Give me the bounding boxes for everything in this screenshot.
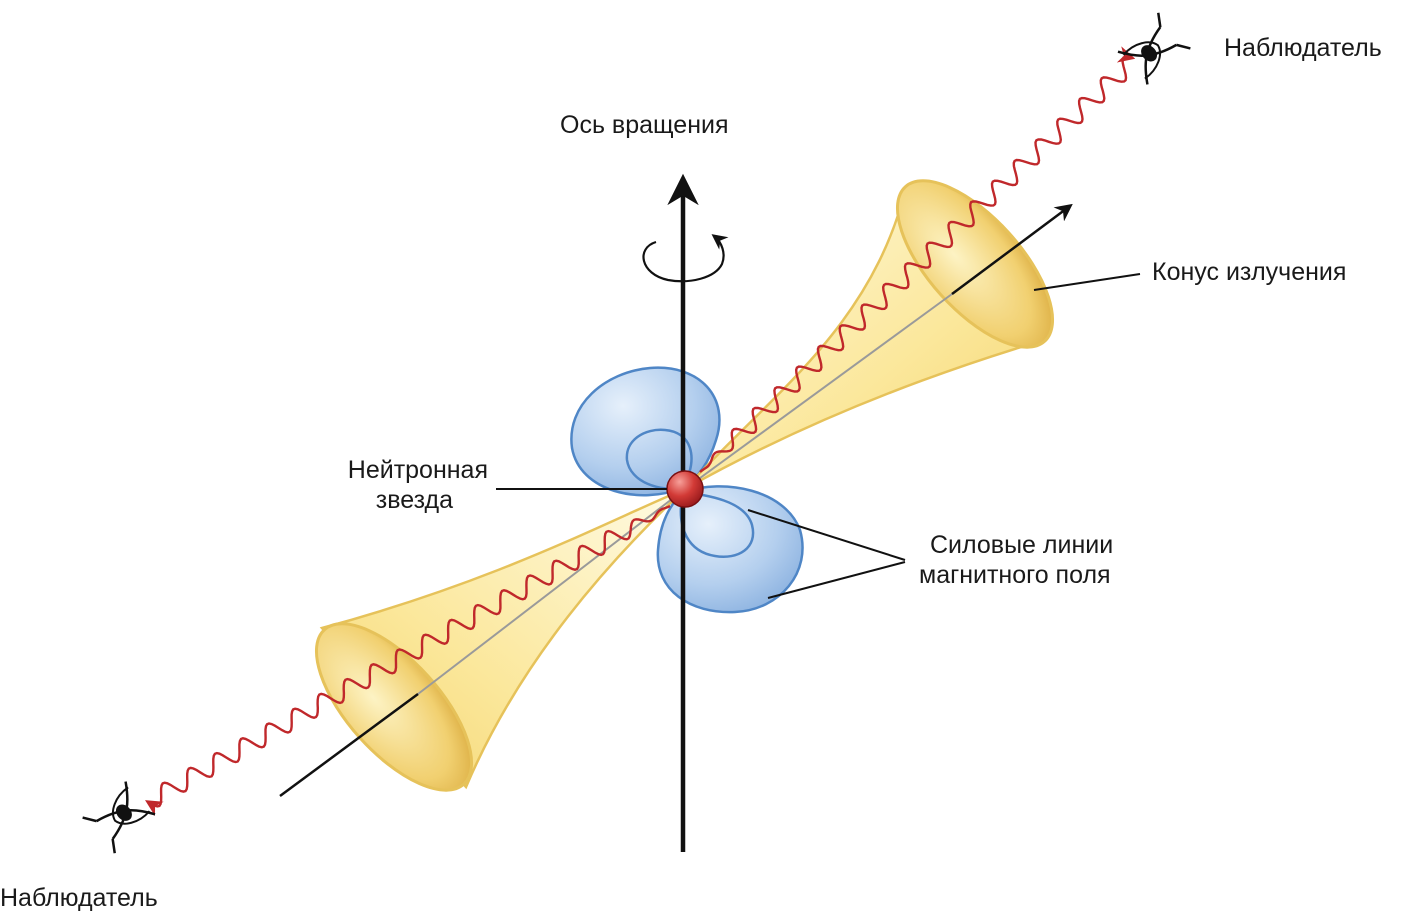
label-rotation-axis: Ось вращения bbox=[560, 111, 729, 139]
leader-cone bbox=[1033, 273, 1141, 291]
label-radiation-cone: Конус излучения bbox=[1152, 258, 1346, 286]
beam-axis-upper-inner bbox=[684, 293, 953, 490]
radiation-wave-upper bbox=[699, 46, 1136, 473]
label-neutron-star-line1: Нейтронная bbox=[348, 456, 488, 484]
rotation-arrow-icon bbox=[642, 234, 729, 283]
label-observer-top: Наблюдатель bbox=[1224, 34, 1382, 62]
eye-icon bbox=[82, 781, 156, 854]
lower-lobe-outer bbox=[656, 485, 804, 614]
upper-lobe-inner bbox=[625, 428, 693, 491]
label-field-lines-line1: Силовые линии bbox=[930, 531, 1113, 559]
lower-radiation-cone bbox=[314, 487, 686, 792]
eye-icon bbox=[1117, 12, 1191, 85]
radiation-wave-lower bbox=[145, 504, 671, 817]
leader-field-upper bbox=[747, 509, 906, 561]
upper-radiation-cone bbox=[684, 179, 1055, 491]
beam-axis-lower-inner bbox=[417, 488, 686, 695]
lower-lobe-inner bbox=[679, 490, 755, 558]
leader-field-lower bbox=[767, 561, 906, 599]
label-field-lines-line2: магнитного поля bbox=[919, 561, 1111, 589]
beam-axis-upper-arrow bbox=[951, 203, 1073, 296]
beam-axis-lower-outer bbox=[279, 692, 419, 798]
neutron-star bbox=[666, 470, 704, 508]
label-observer-bottom: Наблюдатель bbox=[0, 884, 158, 912]
label-neutron-star-line2: звезда bbox=[376, 486, 453, 514]
